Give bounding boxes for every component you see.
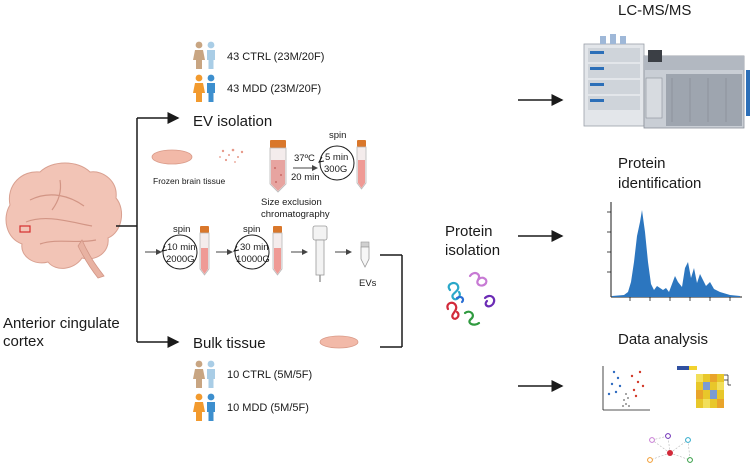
sec-label-1: Size exclusion [261,197,322,208]
ev-ctrl-cohort: 43 CTRL (23M/20F) [227,51,324,63]
protein-id-title-2: identification [618,175,701,192]
spin1-arrowhead-icon [317,156,325,163]
protein-isolation-label-1: Protein [445,223,493,240]
spin3-label: spin [243,224,260,235]
spin1-circle-icon [319,145,355,181]
anterior-cingulate-label-1: Anterior cingulate [3,315,120,332]
small-tube-3-icon [272,226,283,276]
lcms-title: LC-MS/MS [618,2,691,19]
spin3-time: 30 min [240,242,269,253]
heatmap-icon [677,366,731,408]
sec-label-2: chromatography [261,209,330,220]
spin3-arrowhead-icon [232,245,240,252]
ev-ctrl-people-icon [193,41,215,69]
ev-mdd-cohort: 43 MDD (23M/20F) [227,83,321,95]
spin3-circle-icon [234,234,270,270]
anterior-cingulate-label-2: cortex [3,333,44,350]
ev-mdd-people-icon [193,74,215,102]
merge-bracket [380,254,403,348]
bulk-mdd-people-icon [193,393,215,421]
branch-connector [116,112,180,348]
spin3-force: 10000G [236,254,270,265]
incubation-temp: 37ºC [294,153,315,164]
spin1-time: 5 min [325,152,348,163]
spin2-circle-icon [162,234,198,270]
bulk-tissue-icon [319,335,359,349]
sec-column-icon [312,225,328,282]
small-tube-2-icon [199,226,210,276]
protein-id-title-1: Protein [618,155,666,172]
spin2-force: 2000G [166,254,195,265]
acc-region-marker [19,225,31,233]
frozen-brain-tissue-label: Frozen brain tissue [153,176,226,186]
evs-label: EVs [359,278,377,289]
lcms-instrument-icon [583,34,750,129]
bulk-ctrl-cohort: 10 CTRL (5M/5F) [227,369,312,381]
frozen-tissue-icon [151,149,193,165]
small-tube-icon [356,140,367,190]
spin1-force: 300G [324,164,347,175]
spin2-time: 10 min [167,242,196,253]
ev-isolation-title: EV isolation [193,113,272,130]
bulk-ctrl-people-icon [193,360,215,388]
brain-icon [5,162,123,279]
spin2-arrowhead-icon [160,245,168,252]
network-graph-icon [647,433,693,463]
proteins-icon [446,271,496,326]
spin1-label: spin [329,130,346,141]
ev-tube-icon [360,241,370,268]
volcano-plot-icon [602,366,650,411]
spin2-label: spin [173,224,190,235]
incubation-time: 20 min [291,172,320,183]
chromatogram-icon [607,202,742,301]
data-analysis-title: Data analysis [618,331,708,348]
bulk-tissue-title: Bulk tissue [193,335,266,352]
protein-isolation-label-2: isolation [445,242,500,259]
bulk-mdd-cohort: 10 MDD (5M/5F) [227,402,309,414]
conical-tube-icon [269,140,287,193]
tissue-fragments-icon [219,148,244,163]
